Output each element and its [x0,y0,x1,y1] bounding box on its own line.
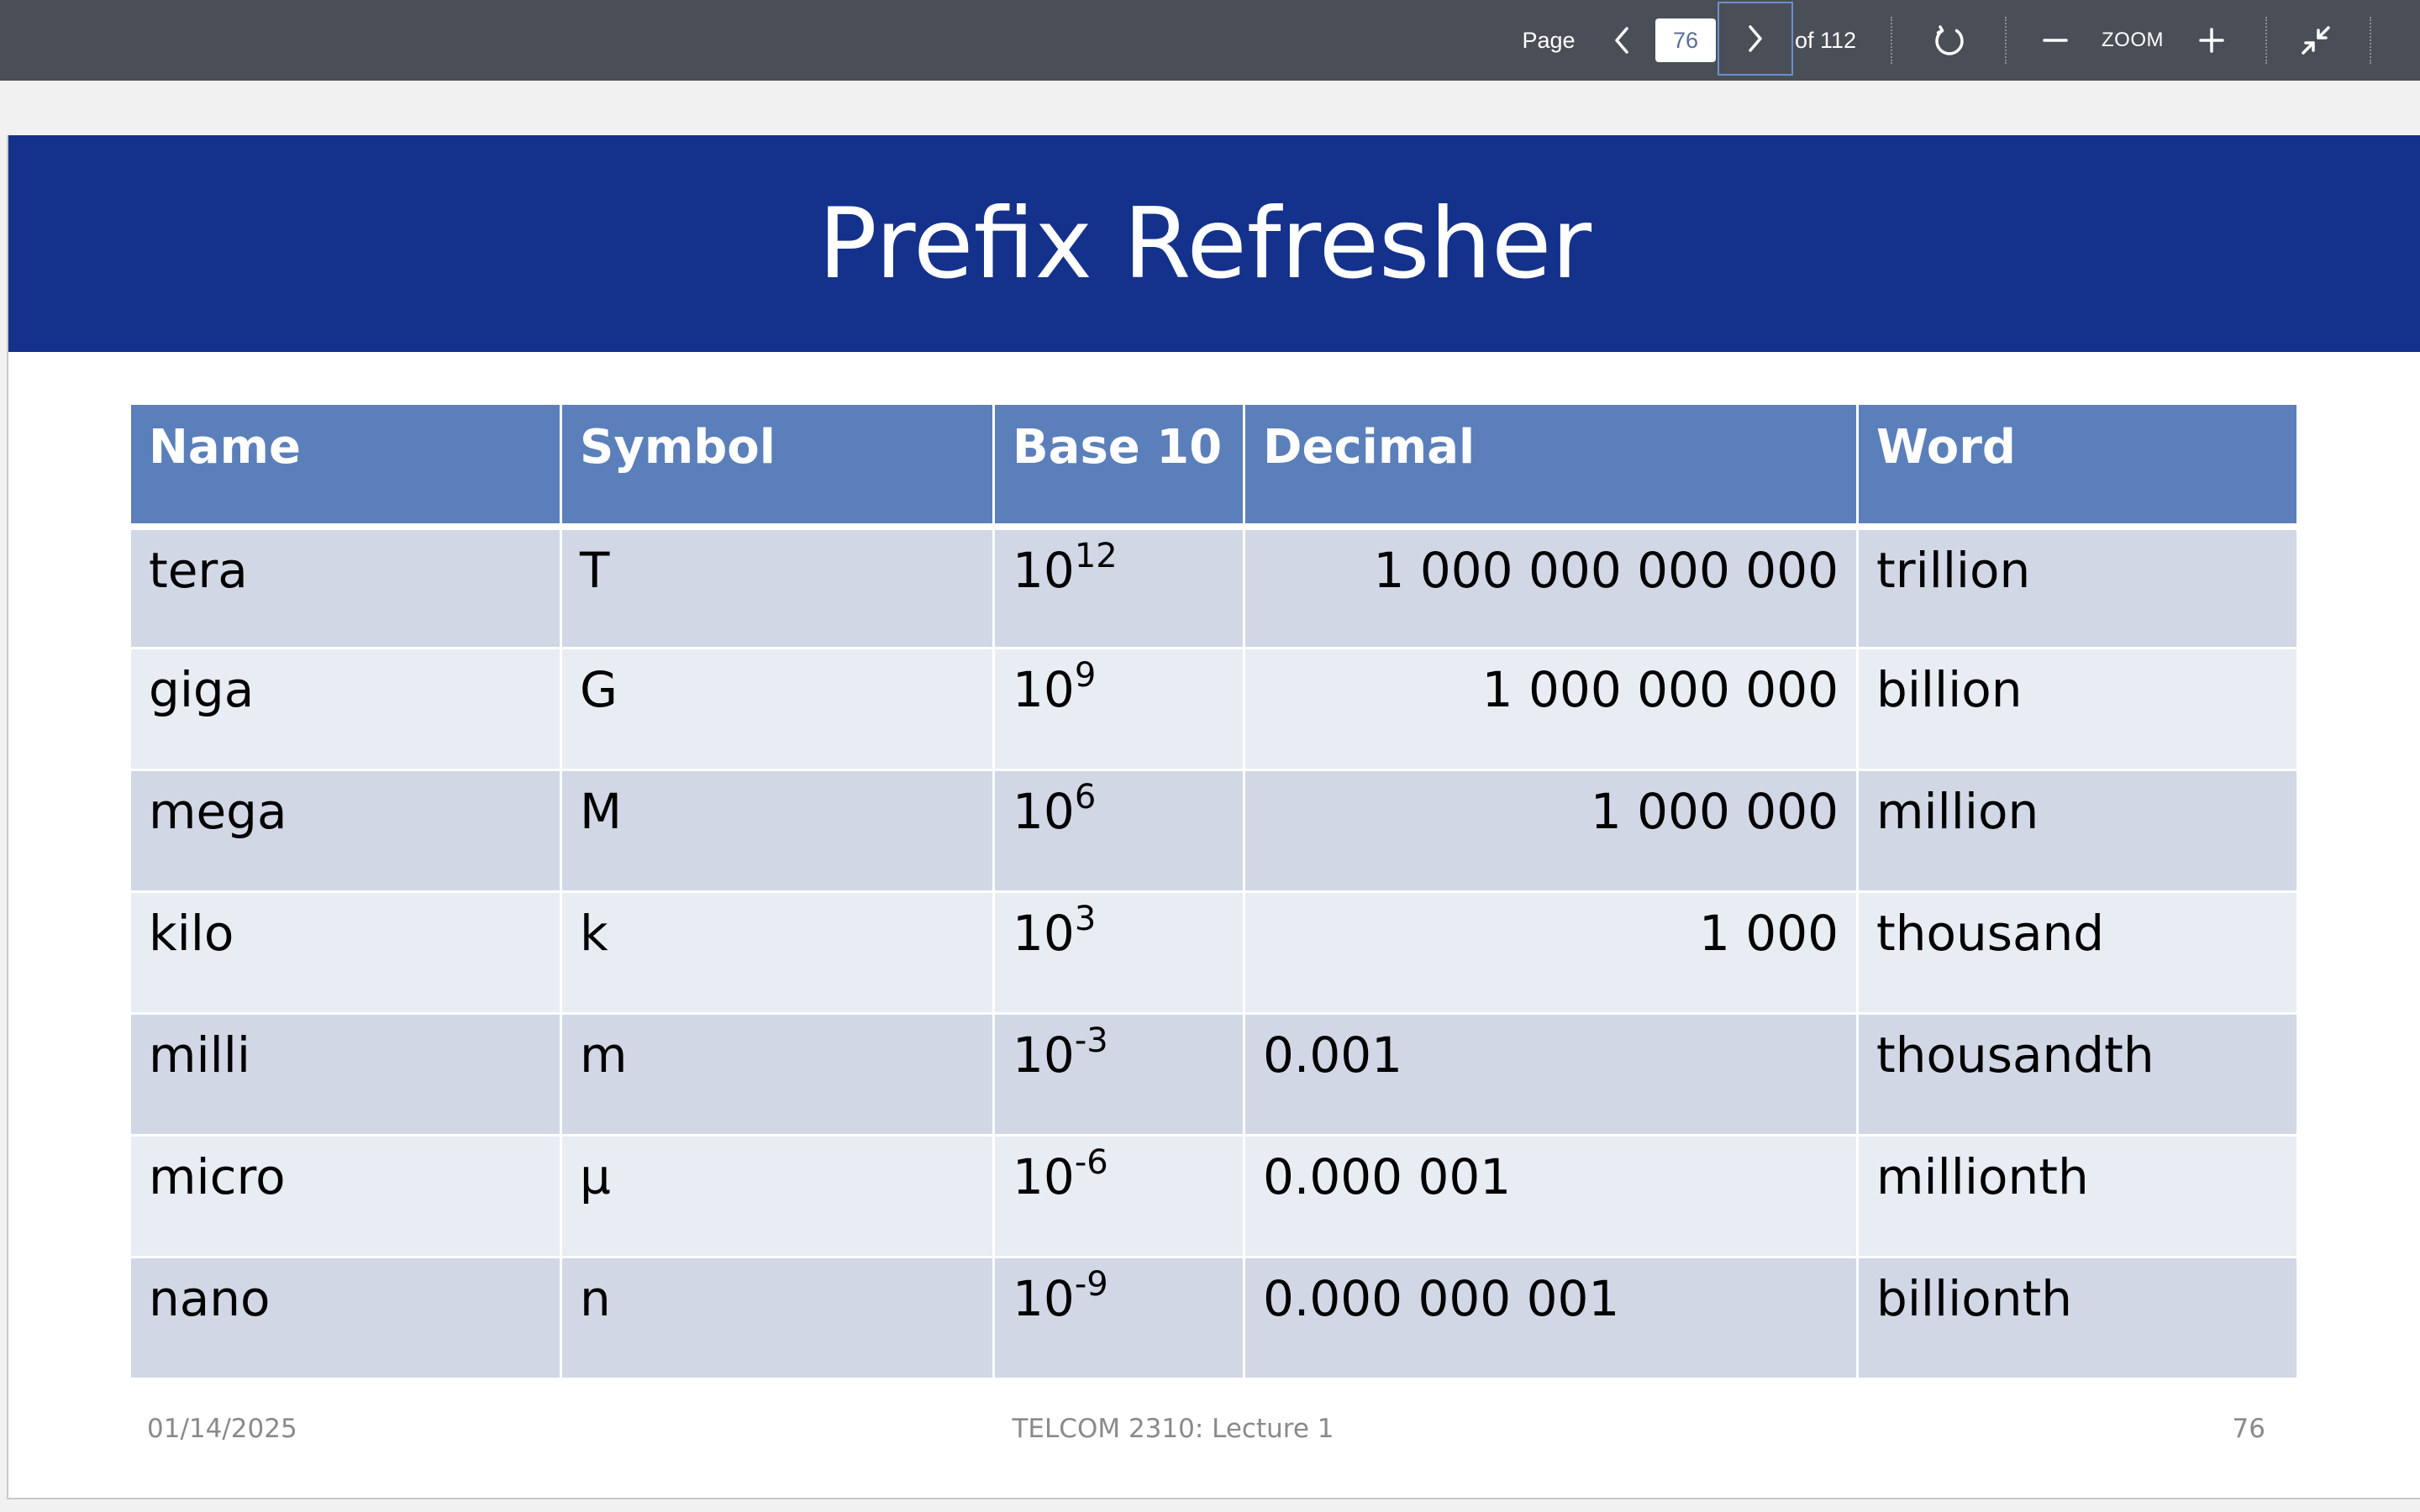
power-base: 10 [1013,541,1075,599]
prefix-name-cell: tera [129,525,562,649]
previous-page-button[interactable] [1597,0,1647,81]
rotate-icon [1935,25,1964,55]
prefix-word-cell: million [1856,769,2299,893]
prefix-symbol-cell: M [560,769,995,893]
prefix-decimal-cell: 0.001 [1243,1012,1859,1137]
prefix-symbol-cell: k [560,890,995,1015]
slide-title: Prefix Refresher [818,186,1592,301]
collapse-icon [2302,26,2330,55]
toolbar-divider [2005,17,2007,64]
prefix-power-cell: 10-3 [992,1012,1245,1137]
prefix-word-cell: billion [1856,647,2299,771]
column-header-base10: Base 10 [992,402,1245,530]
prefix-word-cell: thousand [1856,890,2299,1015]
table-row: nano n 10-9 0.000 000 001 billionth [129,1256,2299,1380]
next-page-button[interactable] [1718,2,1793,76]
prefix-word-cell: billionth [1856,1256,2299,1380]
prefix-power-cell: 106 [992,769,1245,893]
toolbar-divider [2265,17,2267,64]
power-base: 10 [1013,661,1075,718]
prefix-word-cell: millionth [1856,1134,2299,1258]
power-base: 10 [1013,1270,1075,1327]
prefix-decimal-cell: 1 000 [1243,890,1859,1015]
prefix-name-cell: giga [129,647,562,771]
prefix-decimal-cell: 0.000 000 001 [1243,1256,1859,1380]
power-exponent: 6 [1074,778,1097,816]
page-label: Page [1522,27,1576,53]
power-exponent: 3 [1074,900,1097,938]
prefix-decimal-cell: 1 000 000 000 [1243,647,1859,771]
viewer-toolbar: Page of 112 ZOOM [0,0,2420,81]
prefix-word-cell: thousandth [1856,1012,2299,1137]
column-header-name: Name [129,402,562,530]
prefix-symbol-cell: G [560,647,995,771]
footer-page-number: 76 [2232,1414,2265,1444]
power-base: 10 [1013,783,1075,840]
prefix-power-cell: 103 [992,890,1245,1015]
prefix-name-cell: nano [129,1256,562,1380]
minus-icon [2043,39,2068,42]
prefix-word-cell: trillion [1856,525,2299,649]
slide-page: Prefix Refresher Name Symbol Base 10 Dec… [7,135,2420,1499]
rotate-button[interactable] [1924,0,1975,81]
footer-course-title: TELCOM 2310: Lecture 1 [1012,1414,1334,1444]
power-exponent: 9 [1074,656,1097,695]
zoom-in-button[interactable] [2186,0,2237,81]
power-base: 10 [1013,1148,1075,1205]
table-row: kilo k 103 1 000 thousand [129,890,2299,1015]
prefix-power-cell: 109 [992,647,1245,771]
prefix-decimal-cell: 1 000 000 000 000 [1243,525,1859,649]
prefix-symbol-cell: µ [560,1134,995,1258]
table-header-row: Name Symbol Base 10 Decimal Word [129,402,2299,530]
power-exponent: 12 [1074,536,1118,575]
prefix-name-cell: mega [129,769,562,893]
chevron-right-icon [1749,25,1762,52]
page-number-input[interactable] [1655,18,1716,62]
toolbar-divider [2370,17,2371,64]
table-row: giga G 109 1 000 000 000 billion [129,647,2299,771]
prefix-name-cell: milli [129,1012,562,1137]
prefix-decimal-cell: 0.000 001 [1243,1134,1859,1258]
column-header-decimal: Decimal [1243,402,1859,530]
table-row: milli m 10-3 0.001 thousandth [129,1012,2299,1137]
total-pages-label: of 112 [1795,27,1857,53]
footer-date: 01/14/2025 [147,1414,297,1444]
table-row: micro µ 10-6 0.000 001 millionth [129,1134,2299,1258]
zoom-label: ZOOM [2102,29,2164,51]
column-header-word: Word [1856,402,2299,530]
power-exponent: -6 [1074,1143,1108,1182]
zoom-out-button[interactable] [2030,0,2081,81]
power-exponent: -9 [1074,1265,1108,1304]
prefix-symbol-cell: T [560,525,995,649]
prefix-symbol-cell: n [560,1256,995,1380]
prefix-power-cell: 1012 [992,525,1245,649]
chevron-left-icon [1615,27,1628,54]
prefix-symbol-cell: m [560,1012,995,1137]
prefix-decimal-cell: 1 000 000 [1243,769,1859,893]
prefix-name-cell: micro [129,1134,562,1258]
prefix-power-cell: 10-9 [992,1256,1245,1380]
column-header-symbol: Symbol [560,402,995,530]
prefix-power-cell: 10-6 [992,1134,1245,1258]
table-row: tera T 1012 1 000 000 000 000 trillion [129,525,2299,649]
power-base: 10 [1013,905,1075,962]
prefix-name-cell: kilo [129,890,562,1015]
power-exponent: -3 [1074,1021,1108,1060]
plus-icon [2199,28,2224,53]
exit-fullscreen-button[interactable] [2291,0,2341,81]
power-base: 10 [1013,1026,1075,1084]
slide-header-banner: Prefix Refresher [8,135,2420,352]
toolbar-divider [1891,17,1892,64]
table-row: mega M 106 1 000 000 million [129,769,2299,893]
prefix-table: Name Symbol Base 10 Decimal Word tera T … [129,402,2299,1380]
